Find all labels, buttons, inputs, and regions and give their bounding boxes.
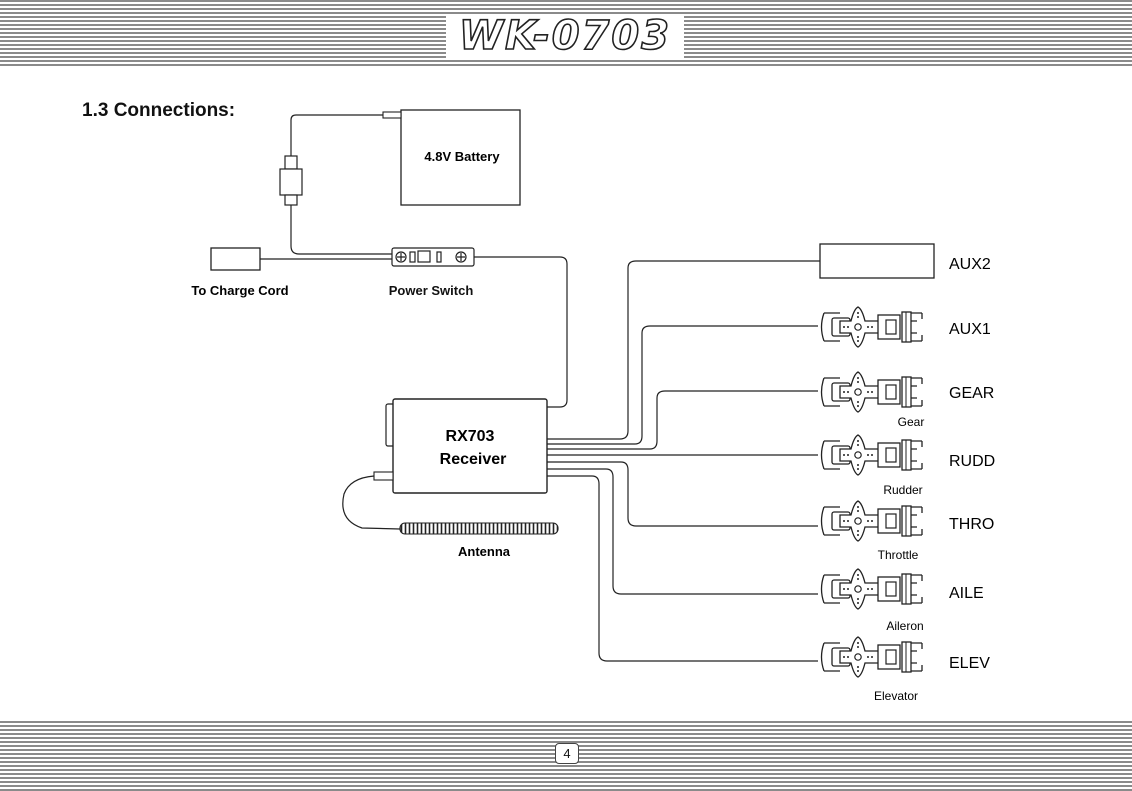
antenna: Antenna: [400, 523, 558, 559]
servo-thro: [818, 501, 926, 541]
servo-leads: [547, 261, 820, 661]
servo-caption-gear: Gear: [898, 415, 925, 429]
charge-cord: To Charge Cord: [191, 248, 288, 298]
channel-name-aile: AILE: [949, 585, 984, 602]
servo-caption-aile: Aileron: [886, 619, 923, 633]
antenna-wire: [343, 476, 400, 529]
page-number: 4: [555, 743, 579, 764]
receiver: RX703 Receiver: [374, 399, 547, 493]
servo-caption-elev: Elevator: [874, 689, 918, 703]
channel-name-gear: GEAR: [949, 385, 994, 402]
channel-name-aux1: AUX1: [949, 321, 991, 338]
battery: 4.8V Battery: [383, 110, 520, 205]
battery-connector: [280, 156, 302, 205]
servo-elev: [818, 637, 926, 677]
servo-aile: [818, 569, 926, 609]
power-switch-label: Power Switch: [389, 283, 474, 298]
servo-caption-rudd: Rudder: [883, 483, 922, 497]
channel-name-thro: THRO: [949, 516, 994, 533]
servo-aux1: [818, 307, 926, 347]
servo-rudd: [818, 435, 926, 475]
servo-gear: [818, 372, 926, 412]
antenna-label: Antenna: [458, 544, 511, 559]
receiver-label: Receiver: [440, 451, 507, 468]
power-switch: Power Switch: [389, 248, 474, 298]
battery-label: 4.8V Battery: [424, 149, 500, 164]
receiver-model: RX703: [446, 428, 495, 445]
channel-name-aux2: AUX2: [949, 256, 991, 273]
aux2-device: [820, 244, 934, 278]
channel-name-rudd: RUDD: [949, 453, 995, 470]
channel-name-elev: ELEV: [949, 655, 990, 672]
charge-cord-label: To Charge Cord: [191, 283, 288, 298]
servo-caption-thro: Throttle: [878, 548, 919, 562]
